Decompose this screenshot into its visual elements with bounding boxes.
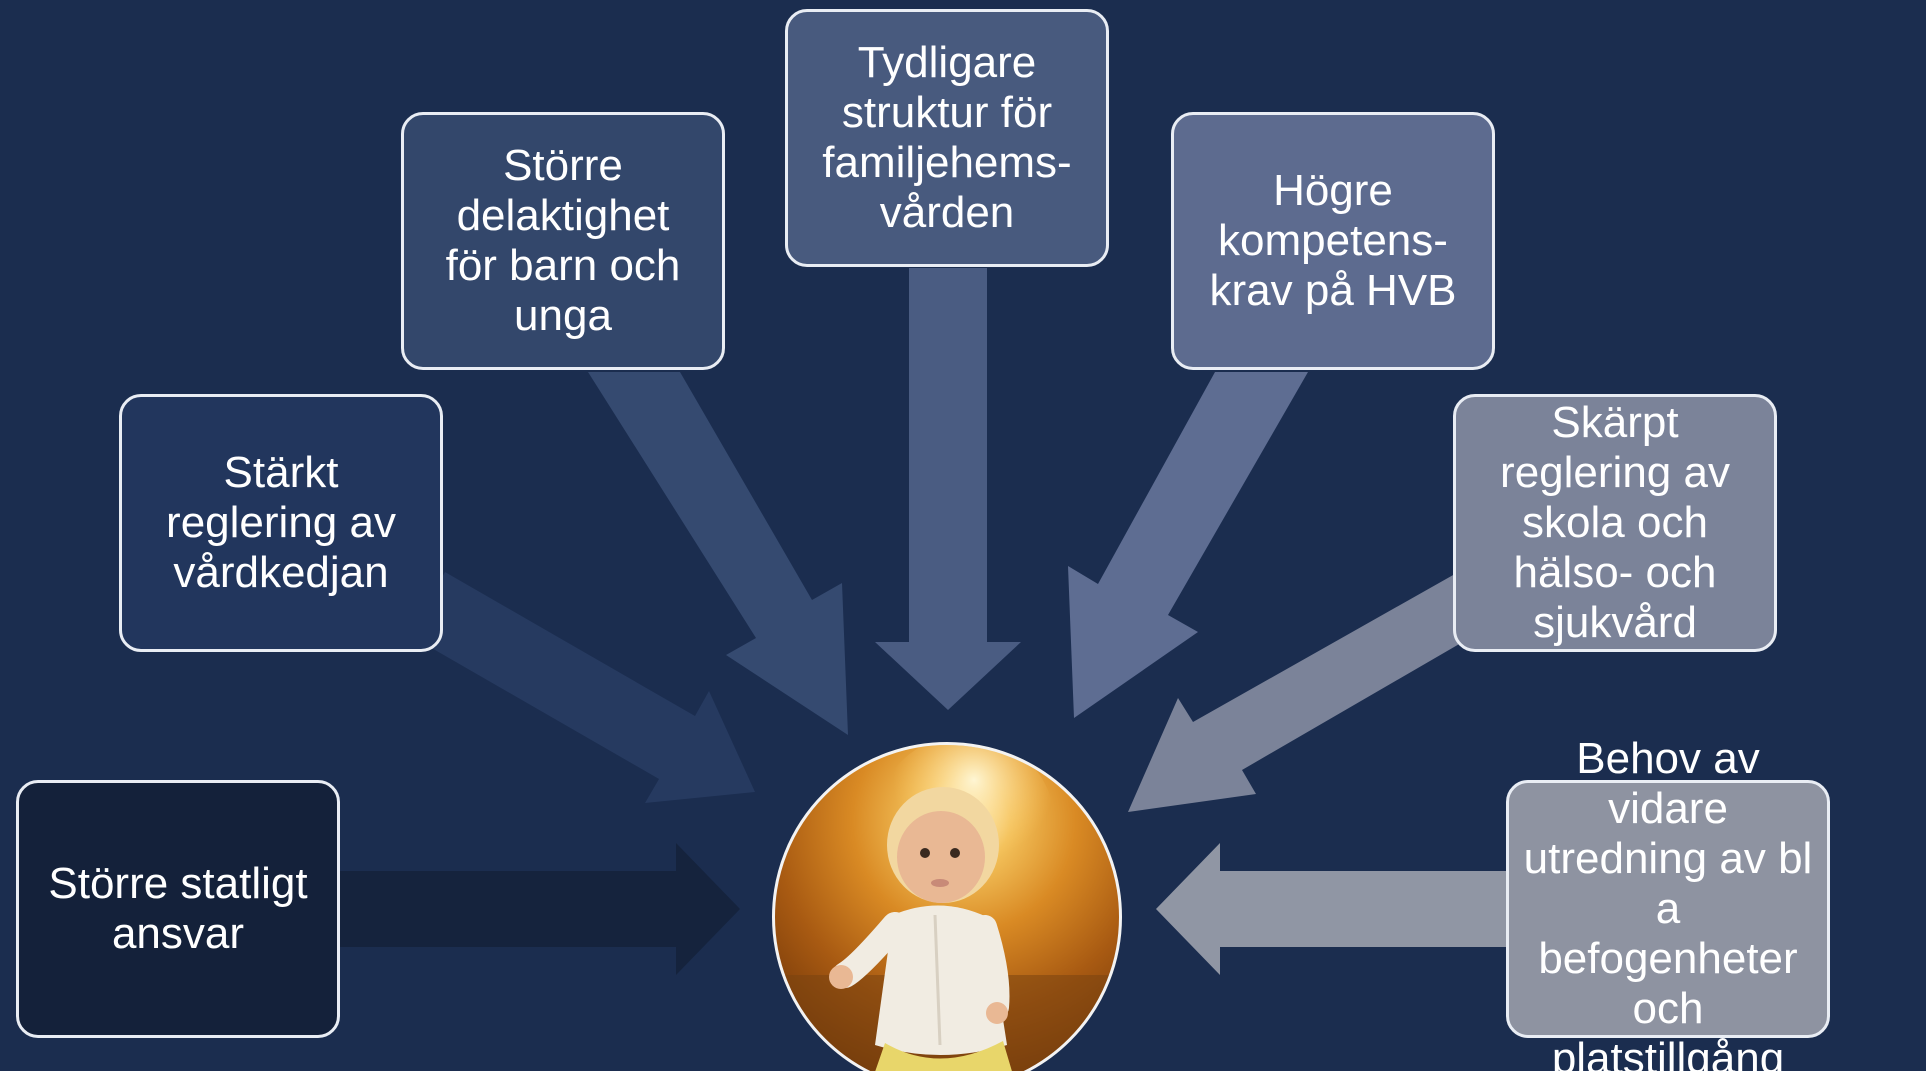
arrow-skola <box>1128 570 1492 812</box>
arrow-familjehem <box>875 268 1021 710</box>
box-tydligare-struktur: Tydligare struktur för familjehems- vård… <box>785 9 1109 267</box>
arrow-statligt <box>336 843 740 975</box>
box-hogre-kompetenskrav: Högre kompetens- krav på HVB <box>1171 112 1495 370</box>
child-illustration <box>775 745 1119 1071</box>
box-storre-delaktighet: Större delaktighet för barn och unga <box>401 112 725 370</box>
box-starkt-reglering-vardkedjan: Stärkt reglering av vårdkedjan <box>119 394 443 652</box>
arrow-hvb <box>1068 372 1308 718</box>
arrow-vardkedjan <box>409 572 755 803</box>
box-storre-statligt-ansvar: Större statligt ansvar <box>16 780 340 1038</box>
arrow-utredning <box>1156 843 1506 975</box>
arrow-delaktighet <box>588 372 848 735</box>
box-skarpt-reglering-skola: Skärpt reglering av skola och hälso- och… <box>1453 394 1777 652</box>
box-behov-vidare-utredning: Behov av vidare utredning av bl a befoge… <box>1506 734 1830 1071</box>
child-photo <box>772 742 1122 1071</box>
